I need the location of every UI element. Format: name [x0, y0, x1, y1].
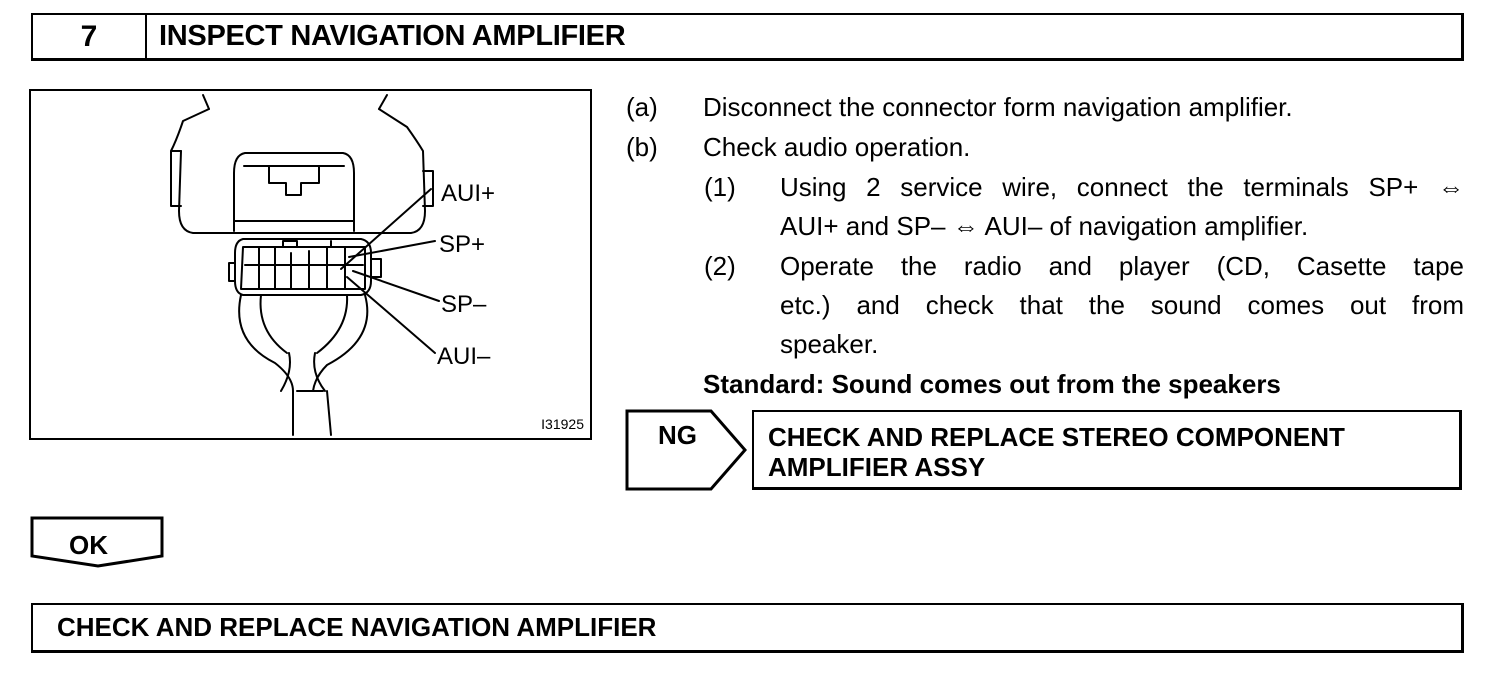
substep-2-line-2: etc.) and check that the sound comes out… — [780, 290, 1464, 320]
label-aui-minus: AUI– — [437, 343, 491, 370]
ng-result-box: CHECK AND REPLACE STEREO COMPONENT AMPLI… — [752, 410, 1462, 490]
substep-2-marker: (2) — [704, 251, 736, 281]
final-action-text: CHECK AND REPLACE NAVIGATION AMPLIFIER — [57, 612, 657, 642]
ng-label: NG — [658, 420, 697, 450]
step-b-marker: (b) — [626, 132, 658, 162]
final-action-box: CHECK AND REPLACE NAVIGATION AMPLIFIER — [31, 603, 1464, 653]
step-a-text: Disconnect the connector form navigation… — [703, 92, 1293, 122]
step-title: INSPECT NAVIGATION AMPLIFIER — [159, 20, 626, 52]
substep-2-line-3: speaker. — [780, 329, 879, 359]
substep-1-marker: (1) — [704, 172, 736, 202]
ng-tab-shape — [625, 409, 747, 491]
substep-1-line-1: Using 2 service wire, connect the termin… — [780, 172, 1464, 202]
substep-2-line-1: Operate the radio and player (CD, Casett… — [780, 251, 1464, 281]
ok-label: OK — [69, 530, 108, 560]
step-a-marker: (a) — [626, 92, 658, 122]
ok-tab-shape — [30, 516, 164, 568]
standard-text: Standard: Sound comes out from the speak… — [703, 369, 1281, 399]
ng-result-line-2: AMPLIFIER ASSY — [768, 452, 986, 482]
connector-drawing — [170, 94, 440, 436]
ng-result-text: CHECK AND REPLACE STEREO COMPONENT AMPLI… — [768, 422, 1345, 482]
label-aui-plus: AUI+ — [441, 180, 496, 207]
figure-id: I31925 — [541, 416, 584, 432]
step-number: 7 — [33, 15, 147, 58]
ng-result-line-1: CHECK AND REPLACE STEREO COMPONENT — [768, 422, 1345, 452]
step-b-text: Check audio operation. — [703, 132, 971, 162]
step-header: 7 INSPECT NAVIGATION AMPLIFIER — [31, 13, 1464, 61]
label-sp-minus: SP– — [441, 291, 487, 318]
substep-1-line-2: AUI+ and SP– ⇔ AUI– of navigation amplif… — [780, 211, 1309, 241]
label-sp-plus: SP+ — [439, 231, 486, 258]
connector-illustration: AUI+ SP+ SP– AUI– I31925 — [29, 89, 592, 440]
